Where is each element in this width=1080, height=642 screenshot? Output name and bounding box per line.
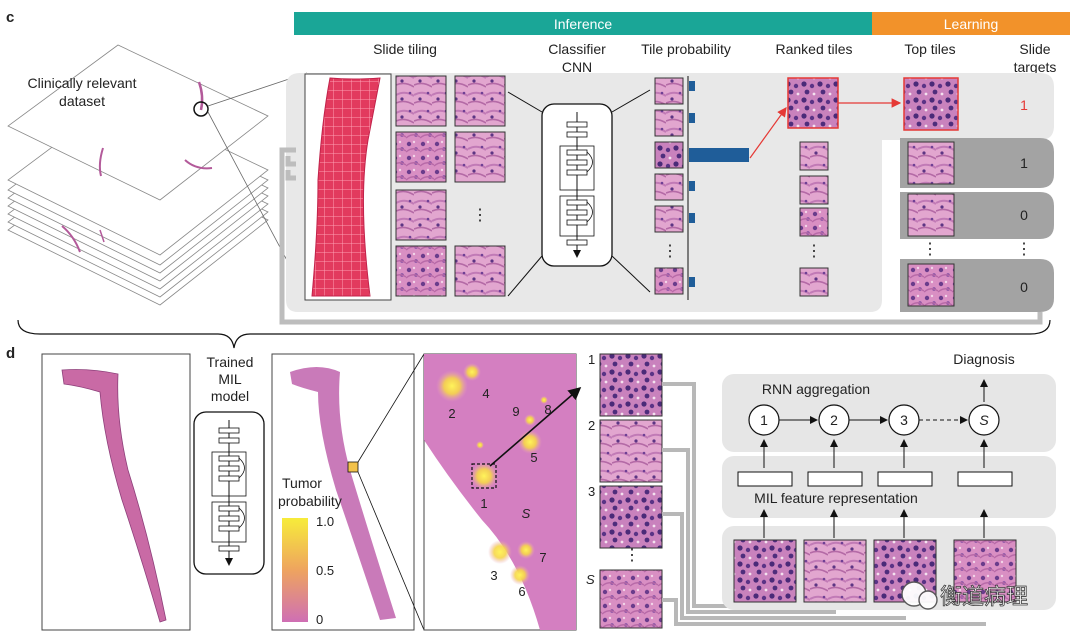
tile-mosaic (395, 75, 506, 297)
svg-text:2: 2 (830, 412, 838, 428)
tile-label-2: 2 (588, 418, 595, 433)
tile-label-s: S (586, 572, 595, 587)
watermark: 衡道病理 (901, 581, 1028, 610)
d-tile-3 (599, 485, 663, 549)
zoom-circle (193, 101, 209, 117)
trained-line3: model (211, 388, 249, 404)
d-tile-2 (599, 419, 663, 483)
inference-bar (294, 12, 872, 35)
ranked-tiles (799, 141, 829, 297)
spot-labels: 1 2 3 4 5 6 7 8 9 S (448, 386, 551, 599)
scale-min: 0 (316, 612, 323, 627)
top-tile-4 (907, 263, 955, 307)
grouping-brace (17, 319, 1051, 349)
heatmap-tissue (290, 367, 396, 620)
trained-line2: MIL (218, 371, 242, 387)
panel-c-letter: c (6, 9, 14, 26)
col-ranked-tiles: Ranked tiles (775, 41, 852, 57)
top-tile-2 (907, 141, 955, 185)
d-tile-s (599, 569, 663, 629)
dataset-label-2: dataset (59, 93, 105, 109)
probability-bars (689, 81, 749, 287)
slide-stack (7, 44, 308, 306)
svg-text:4: 4 (482, 386, 489, 401)
probability-bar (689, 213, 695, 223)
ranked-top-tile (787, 77, 839, 129)
svg-text:3: 3 (490, 568, 497, 583)
svg-text:5: 5 (530, 450, 537, 465)
svg-text:8: 8 (544, 402, 551, 417)
probability-bar (689, 148, 749, 162)
mosaic-ellipsis: ⋮ (472, 207, 488, 224)
probability-bar (689, 181, 695, 191)
top-tile-1 (903, 77, 959, 131)
inference-label: Inference (554, 16, 613, 32)
classifier-cnn (541, 103, 613, 267)
svg-text:9: 9 (512, 404, 519, 419)
feature-boxes (737, 471, 1013, 487)
svg-text:S: S (522, 506, 531, 521)
d-ellipsis: ⋮ (624, 547, 640, 564)
tumor-line2: probability (278, 493, 342, 509)
rnn-title: RNN aggregation (762, 381, 870, 397)
top-tile-3 (907, 193, 955, 237)
svg-text:2: 2 (448, 406, 455, 421)
probability-bar (689, 277, 695, 287)
ranked-ellipsis: ⋮ (806, 243, 822, 260)
svg-text:7: 7 (539, 550, 546, 565)
col-slide-targets-1: Slide (1019, 41, 1050, 57)
zoom-heatmap-tissue (424, 354, 576, 630)
learning-label: Learning (944, 16, 999, 32)
probability-bar (689, 113, 695, 123)
feature-panel (722, 456, 1056, 518)
rnn-panel (722, 374, 1056, 452)
panel-c: c Clinically relevant dataset Inference (6, 9, 1070, 325)
trained-line1: Trained (207, 354, 254, 370)
tumor-line1: Tumor (282, 475, 322, 491)
selected-region (471, 463, 497, 489)
probability-bar (689, 81, 695, 91)
col-top-tiles: Top tiles (904, 41, 955, 57)
top-ellipsis: ⋮ (922, 241, 938, 258)
tumor-scale-bar (282, 518, 308, 622)
svg-text:3: 3 (900, 412, 908, 428)
svg-text:1: 1 (760, 412, 768, 428)
prob-ellipsis: ⋮ (662, 243, 678, 260)
slide-target-4: 0 (1020, 279, 1028, 295)
targets-ellipsis: ⋮ (1016, 241, 1032, 258)
panel-d-letter: d (6, 345, 15, 362)
tiled-tissue (311, 77, 381, 297)
panel-d: d Trained MIL model (6, 345, 1056, 631)
col-classifier-1: Classifier (548, 41, 606, 57)
learning-bar (872, 12, 1070, 35)
dataset-label-1: Clinically relevant (28, 75, 137, 91)
mil-feature-label: MIL feature representation (754, 490, 918, 506)
svg-text:1: 1 (480, 496, 487, 511)
tile-label-3: 3 (588, 484, 595, 499)
slide-target-3: 0 (1020, 207, 1028, 223)
tile-connectors (662, 382, 986, 626)
watermark-text: 衡道病理 (940, 584, 1028, 609)
svg-text:6: 6 (518, 584, 525, 599)
slide-target-1: 1 (1020, 97, 1028, 113)
tile-label-1: 1 (588, 352, 595, 367)
col-slide-targets-2: targets (1014, 59, 1057, 75)
col-slide-tiling: Slide tiling (373, 41, 437, 57)
col-classifier-2: CNN (562, 59, 592, 75)
trained-mil-model (193, 411, 265, 575)
diagnosis-label: Diagnosis (953, 351, 1014, 367)
col-tile-probability: Tile probability (641, 41, 731, 57)
slide-target-2: 1 (1020, 155, 1028, 171)
scale-mid: 0.5 (316, 563, 334, 578)
probability-tiles (654, 77, 684, 295)
scale-max: 1.0 (316, 514, 334, 529)
svg-text:S: S (979, 412, 989, 428)
d-tile-1 (599, 353, 663, 417)
rnn-nodes: 1 2 3 S (748, 404, 1000, 436)
